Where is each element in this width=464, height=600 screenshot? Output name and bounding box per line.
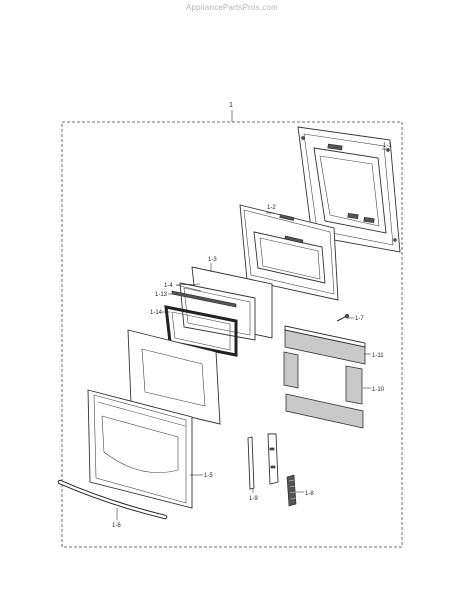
part-1-1-door-liner bbox=[297, 126, 401, 253]
part-1-14-gasket-frame bbox=[164, 305, 238, 357]
part-1-11-insulation bbox=[284, 325, 366, 365]
watermark: AppliancePartsPros.com bbox=[186, 3, 278, 12]
label-1-11: 1-11 bbox=[372, 353, 384, 359]
label-1-9: 1-9 bbox=[249, 496, 258, 502]
label-1-6: 1-6 bbox=[112, 523, 121, 529]
label-1-10: 1-10 bbox=[372, 387, 385, 393]
part-1-6-handle bbox=[57, 479, 168, 520]
label-1-14: 1-14 bbox=[150, 310, 163, 316]
label-1-5: 1-5 bbox=[204, 473, 213, 479]
part-front-glass bbox=[127, 329, 221, 425]
part-1-9-side-trim bbox=[247, 433, 279, 490]
part-1-10-insulation bbox=[283, 351, 364, 429]
label-1-8: 1-8 bbox=[305, 491, 314, 497]
label-1-3: 1-3 bbox=[208, 257, 217, 263]
part-1-2-inner-panel bbox=[239, 204, 339, 301]
label-1-2: 1-2 bbox=[267, 205, 276, 211]
part-1-7-screw bbox=[336, 313, 350, 322]
label-1-13: 1-13 bbox=[155, 292, 168, 298]
part-1-13-spacer bbox=[171, 290, 237, 308]
label-1-4: 1-4 bbox=[164, 283, 173, 289]
label-assembly: 1 bbox=[229, 102, 233, 109]
part-1-5-outer-door bbox=[87, 389, 193, 509]
label-1-7: 1-7 bbox=[355, 316, 364, 322]
part-1-8-hinge bbox=[286, 474, 297, 507]
label-1-1: 1-1 bbox=[383, 143, 392, 149]
